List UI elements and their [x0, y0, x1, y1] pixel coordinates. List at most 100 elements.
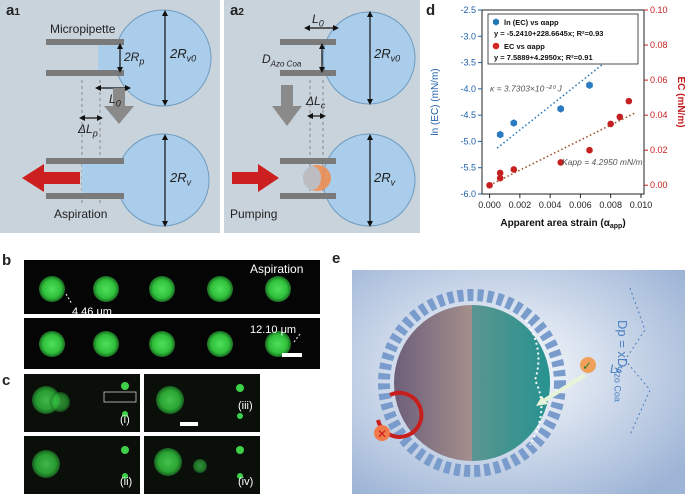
label-l0: L0: [109, 92, 121, 109]
panel-c-micrographs: [24, 374, 260, 494]
y-right-tick-label: 0.02: [650, 145, 668, 155]
label-aspiration: Aspiration: [250, 262, 304, 276]
panel-label-d: d: [426, 2, 436, 19]
panel-label-e: e: [332, 250, 341, 267]
panel-e-illustration: ✕ ✓: [352, 270, 685, 494]
check-marker: [580, 357, 596, 373]
y-right-tick-label: 0.06: [650, 75, 668, 85]
label-dp: Dp = xDAzo Coa: [612, 320, 630, 402]
label-dazo: DAzo Coa: [262, 52, 302, 69]
panel-b: b Aspiration 4.46 μm 12.10 μm: [0, 252, 322, 369]
point-ec: [557, 159, 565, 166]
point-ec: [625, 97, 633, 105]
label-aspiration: Aspiration: [54, 207, 108, 221]
scatter-chart: 0.000 0.002 0.004 0.006 0.008 0.010 -6.0 -5.5 -5…: [430, 5, 685, 230]
annotation-kappa: κ = 3.7303×10⁻²⁰ J: [490, 83, 562, 93]
panel-label-c: c: [2, 372, 11, 389]
label-lc: Lc: [610, 362, 623, 376]
panel-a1-diagram: [22, 9, 212, 227]
panel-label-a2: a2: [230, 2, 244, 19]
label-2rv0: 2Rv0: [170, 46, 197, 64]
y-right-axis-label: EC (mN/m): [675, 76, 685, 127]
x-tick-label: 0.004: [539, 200, 562, 210]
point-ln-ec: [586, 81, 593, 89]
lipid-head-layer: [378, 289, 566, 477]
aspiration-arrow: [22, 164, 44, 192]
label-2rv0: 2Rv0: [374, 46, 401, 64]
svg-text:✕: ✕: [377, 427, 387, 441]
pipette-bottom-upper-wall: [46, 158, 124, 164]
label-measure-2: 12.10 μm: [250, 324, 297, 336]
panel-label-a1: a1: [6, 2, 20, 19]
point-ec: [496, 174, 504, 182]
label-measure-1: 4.46 μm: [72, 306, 112, 318]
y-right-tick-label: 0.04: [650, 110, 668, 120]
label-micropipette: Micropipette: [50, 22, 116, 36]
vesicle-top: [322, 11, 416, 105]
y-left-tick-label: -4.5: [460, 110, 476, 120]
label-c-iv: (iv): [238, 476, 254, 488]
panel-a1: a1 Micropipette 2Rp 2Rv0 L0 ΔLp 2Rv Aspi…: [0, 0, 220, 233]
x-tick-label: 0.000: [478, 200, 501, 210]
panel-a2: a2 L0 DAzo Coa 2Rv0 ΔLc 2Rv Pumping: [224, 0, 420, 233]
legend-marker: [493, 18, 499, 26]
transition-arrow: [104, 106, 134, 124]
y-right-tick-label: 0.00: [650, 180, 668, 190]
cross-marker: [374, 425, 390, 441]
legend-name: ln (EC) vs αapp: [504, 18, 559, 27]
point-ln-ec: [510, 119, 518, 127]
panel-b-micrographs: [24, 260, 320, 369]
label-2rv: 2Rv: [374, 170, 396, 188]
pipette-bottom-lower-wall: [46, 193, 124, 199]
label-2rp: 2Rp: [124, 50, 145, 67]
legend-box: [487, 13, 639, 65]
label-c-iii: (iii): [238, 400, 253, 412]
point-ln-ec: [557, 105, 564, 113]
svg-text:✓: ✓: [582, 359, 592, 373]
vesicle-bottom: [322, 133, 416, 227]
panel-e: e ✕ ✓ Dp = xDAzo Coa Lc: [330, 250, 685, 494]
pipette-top-upper-wall: [46, 39, 124, 45]
point-ln-ec: [496, 130, 504, 139]
point-ec: [496, 169, 504, 177]
y-left-axis-label: ln (EC) (mN/m): [430, 68, 441, 135]
y-right-tick-label: 0.08: [650, 40, 668, 50]
vesicle-bottom: [116, 133, 210, 227]
label-pumping: Pumping: [230, 207, 278, 221]
y-left-tick-label: -6.0: [460, 189, 476, 199]
label-2rv: 2Rv: [170, 170, 192, 188]
x-tick-label: 0.002: [509, 200, 532, 210]
scale-bar: [282, 353, 302, 357]
y-left-tick-label: -3.0: [460, 31, 476, 41]
y-right-tick-label: 0.10: [650, 5, 668, 15]
legend-name: EC vs αapp: [504, 42, 545, 51]
pipette-top-lower-wall: [46, 70, 124, 76]
y-left-tick-label: -5.0: [460, 136, 476, 146]
legend-marker: [492, 42, 500, 50]
y-left-tick-label: -3.5: [460, 58, 476, 68]
label-dlp: ΔLp: [78, 122, 98, 139]
point-ec: [510, 166, 518, 173]
x-tick-label: 0.010: [630, 200, 653, 210]
label-c-i: (i): [120, 414, 130, 426]
point-ec: [586, 146, 593, 154]
label-l0: L0: [312, 12, 324, 29]
y-left-tick-label: -4.0: [460, 84, 476, 94]
y-left-tick-label: -5.5: [460, 163, 476, 173]
point-ec: [607, 120, 614, 128]
aspirated-tongue-top: [98, 45, 128, 70]
panel-c: c (i) (iii) (ii) (iv): [0, 372, 322, 494]
annotation-kapp: Kapp = 4.2950 mN/m: [562, 157, 643, 167]
legend-equation: y = -5.2410+228.6645x; R²=0.93: [494, 29, 603, 38]
x-tick-label: 0.006: [569, 200, 592, 210]
x-tick-label: 0.008: [599, 200, 622, 210]
legend-equation: y = 7.5889+4.2950x; R²=0.91: [494, 53, 593, 62]
y-left-tick-label: -2.5: [460, 5, 476, 15]
label-dlc: ΔLc: [306, 94, 326, 111]
transition-arrow: [272, 106, 302, 126]
panel-a2-diagram: [232, 11, 416, 227]
panel-label-b: b: [2, 252, 12, 269]
panel-d: d 0.000 0.002 0.004 0.006 0.008 0.010 -6.0 -5.5…: [424, 0, 685, 245]
pumping-arrow: [258, 164, 279, 192]
point-ec: [616, 113, 624, 121]
